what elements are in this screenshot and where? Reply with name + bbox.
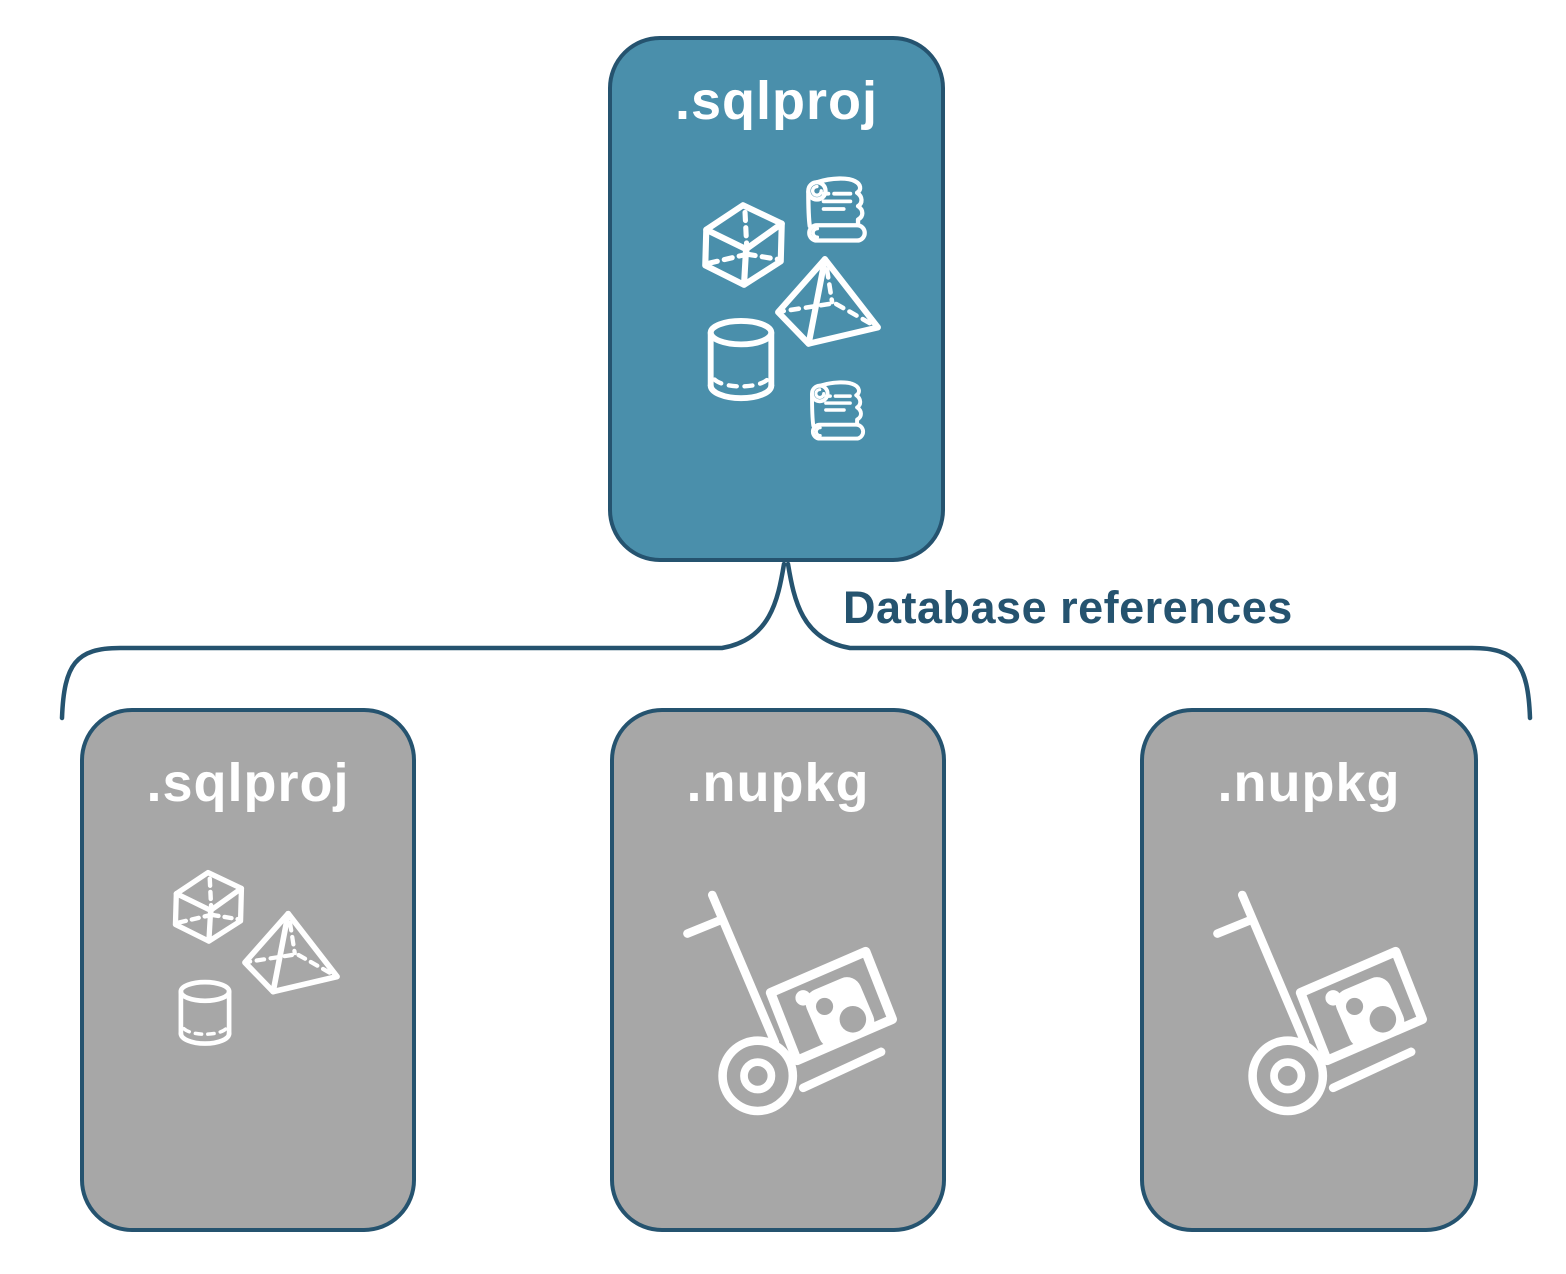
scroll-icon [794, 168, 880, 250]
connector-label: Database references [843, 582, 1293, 633]
hand-truck-package-icon [672, 872, 912, 1122]
brace-left-arm [59, 561, 787, 721]
card-title: .nupkg [686, 753, 870, 813]
pyramid-icon [239, 908, 343, 1002]
card-nupkg-1: .nupkg [610, 708, 946, 1232]
pyramid-icon [772, 253, 884, 355]
card-sqlproj-referenced: .sqlproj [80, 708, 416, 1232]
card-title: .nupkg [1217, 753, 1401, 813]
card-title: .sqlproj [146, 753, 350, 813]
card-sqlproj-main: .sqlproj [608, 36, 945, 562]
cylinder-icon [697, 312, 785, 410]
scroll-icon [799, 373, 877, 447]
card-nupkg-2: .nupkg [1140, 708, 1478, 1232]
card-title: .sqlproj [674, 71, 878, 131]
cylinder-icon [170, 974, 240, 1054]
hand-truck-package-icon [1202, 872, 1442, 1122]
